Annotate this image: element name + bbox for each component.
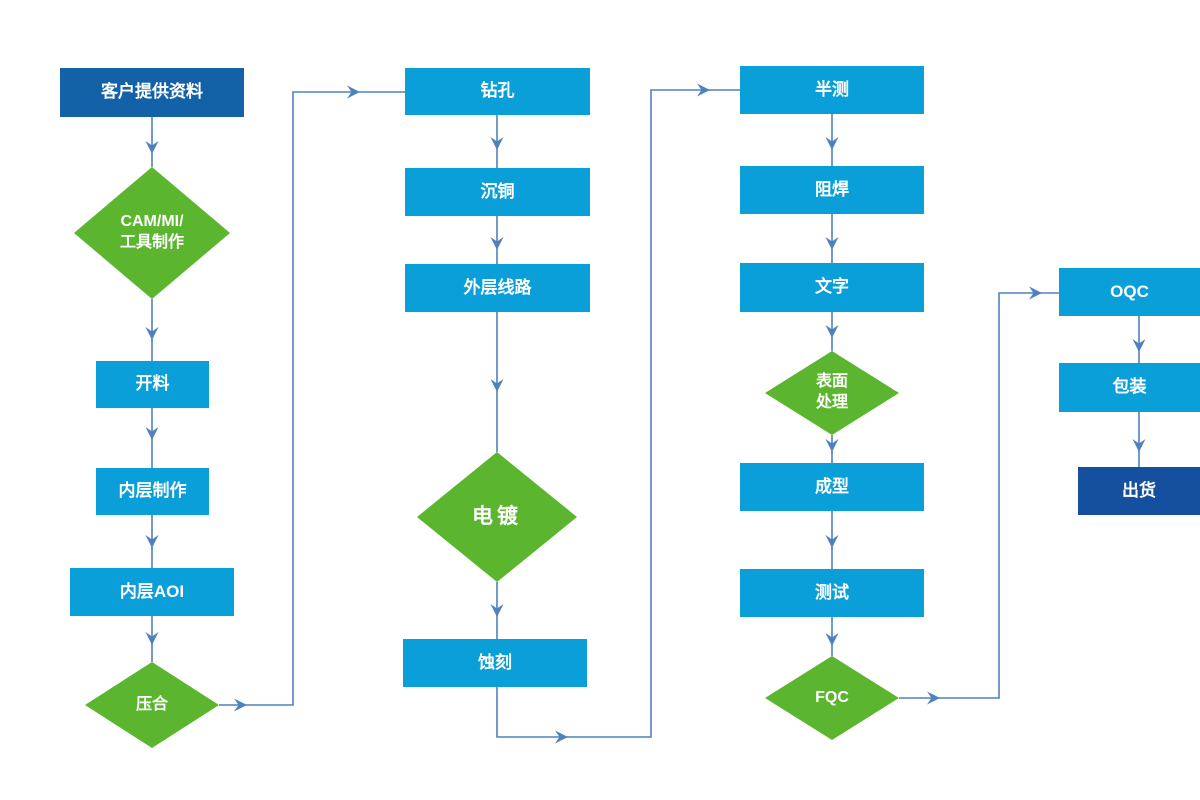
node-testing: 测试 <box>740 569 924 617</box>
node-oqc: OQC <box>1059 268 1200 316</box>
node-half-test: 半测 <box>740 66 924 114</box>
node-solder-mask: 阻焊 <box>740 166 924 214</box>
node-etching: 蚀刻 <box>403 639 587 687</box>
node-drilling: 钻孔 <box>405 68 590 115</box>
node-inner-aoi: 内层AOI <box>70 568 234 616</box>
node-packing: 包装 <box>1059 363 1200 412</box>
node-copper-deposition: 沉铜 <box>405 168 590 216</box>
node-cutting: 开料 <box>96 361 209 408</box>
node-legend-print: 文字 <box>740 263 924 312</box>
node-forming: 成型 <box>740 463 924 511</box>
node-customer-data: 客户提供资料 <box>60 68 244 117</box>
edge-etching-to-halftest <box>496 89 740 738</box>
edge-fqc-to-oqc <box>899 292 1059 699</box>
edge-lamination-to-drilling <box>219 91 405 706</box>
node-inner-layer: 内层制作 <box>96 468 209 515</box>
node-outer-circuit: 外层线路 <box>405 264 590 312</box>
edge-lines <box>151 89 1140 738</box>
node-shipment: 出货 <box>1078 467 1200 515</box>
arrowheads <box>145 83 1146 744</box>
